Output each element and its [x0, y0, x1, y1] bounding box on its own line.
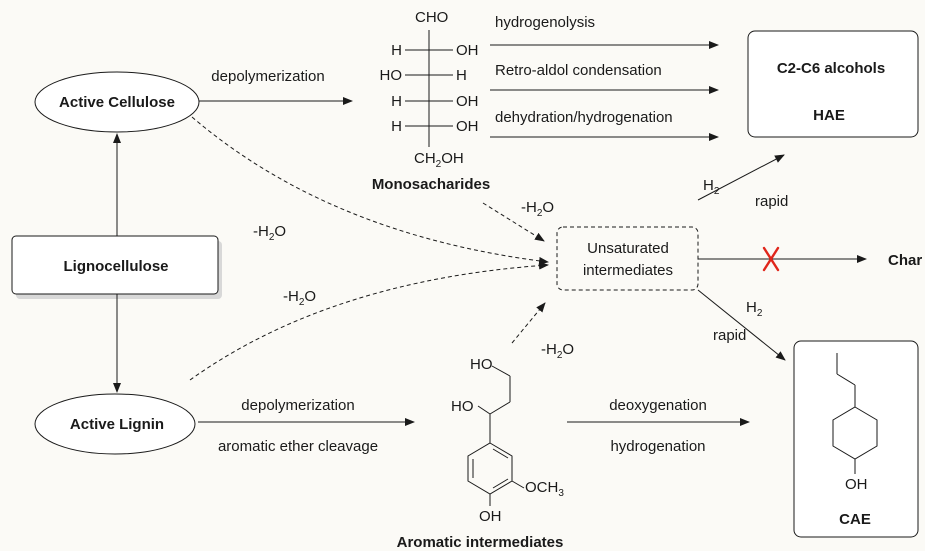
label-hydrogenolysis: hydrogenolysis: [495, 14, 595, 31]
arrow-to-hae: [697, 154, 785, 201]
label-minus-h2o-2: -H2O: [283, 288, 316, 308]
cae-box: [793, 340, 919, 538]
sugar-row2-right: H: [456, 67, 467, 84]
active-lignin-label: Active Lignin: [70, 416, 164, 433]
label-minus-h2o-4: -H2O: [541, 341, 574, 361]
active-cellulose-ellipse: [34, 71, 200, 133]
aromatic-structure: [467, 365, 525, 506]
aromatic-ho-mid: HO: [451, 398, 474, 415]
dashed-arrow-lignin: [189, 261, 549, 381]
sugar-row3-left: H: [391, 93, 402, 110]
sugar-structure: [405, 30, 453, 147]
sugar-row3-right: OH: [456, 93, 479, 110]
cae-label: CAE: [839, 511, 871, 528]
dashed-arrow-aromatic: [511, 302, 546, 344]
sugar-row4-left: H: [391, 118, 402, 135]
sugar-row1-right: OH: [456, 42, 479, 59]
label-depolymerization-bottom: depolymerization: [241, 397, 354, 414]
hae-box: [747, 30, 919, 138]
label-deoxygenation: deoxygenation: [609, 397, 707, 414]
label-aromatic-ether-cleavage: aromatic ether cleavage: [218, 438, 378, 455]
label-h2-bottom: H2: [746, 299, 763, 319]
active-lignin-ellipse: [34, 393, 196, 455]
label-dehydration-hydrogenation: dehydration/hydrogenation: [495, 109, 673, 126]
sugar-bottom: CH2OH: [414, 150, 464, 170]
label-retro-aldol: Retro-aldol condensation: [495, 62, 662, 79]
label-minus-h2o-1: -H2O: [253, 223, 286, 243]
label-rapid-bottom: rapid: [713, 327, 746, 344]
label-depolymerization-top: depolymerization: [211, 68, 324, 85]
monosacharides-label: Monosacharides: [372, 176, 490, 193]
label-hydrogenation: hydrogenation: [610, 438, 705, 455]
dashed-arrow-cellulose: [191, 116, 549, 265]
unsaturated-line1: Unsaturated: [587, 240, 669, 257]
aromatic-ho-top: HO: [470, 356, 493, 373]
dashed-arrow-monosaccharides: [482, 202, 545, 242]
char-label: Char: [888, 252, 922, 269]
aromatic-intermediates-label: Aromatic intermediates: [397, 534, 564, 551]
blocked-cross-icon: [762, 246, 780, 272]
sugar-row1-left: H: [391, 42, 402, 59]
cae-structure: [832, 353, 878, 474]
cae-oh: OH: [845, 476, 868, 493]
lignocellulose-box: [11, 235, 222, 299]
arrow-to-cae: [697, 289, 786, 361]
hae-line2: HAE: [813, 107, 845, 124]
unsaturated-line2: intermediates: [583, 262, 673, 279]
sugar-row4-right: OH: [456, 118, 479, 135]
aromatic-oh-bottom: OH: [479, 508, 502, 525]
sugar-row2-left: HO: [380, 67, 403, 84]
label-rapid-top: rapid: [755, 193, 788, 210]
active-cellulose-label: Active Cellulose: [59, 94, 175, 111]
sugar-top: CHO: [415, 9, 448, 26]
aromatic-och3: OCH3: [525, 479, 564, 499]
label-minus-h2o-3: -H2O: [521, 199, 554, 219]
hae-line1: C2-C6 alcohols: [777, 60, 885, 77]
unsaturated-box: [556, 226, 699, 291]
label-h2-top: H2: [703, 177, 720, 197]
lignocellulose-label: Lignocellulose: [63, 258, 168, 275]
